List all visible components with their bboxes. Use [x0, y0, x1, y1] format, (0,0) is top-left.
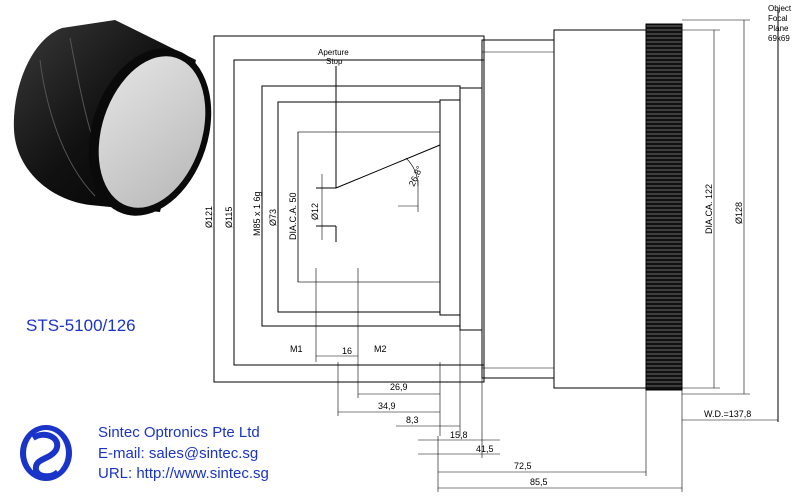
dim-72-5: 72,5: [514, 461, 532, 471]
company-url[interactable]: URL: http://www.sintec.sg: [98, 465, 269, 482]
dim-26-9: 26,9: [390, 382, 408, 392]
aperture-stop-label-1: Aperture: [318, 48, 349, 57]
object-plane-label-2: Focal: [768, 14, 788, 23]
m-spacing-label: 16: [342, 346, 352, 356]
company-name: Sintec Optronics Pte Ltd: [98, 424, 260, 441]
aperture-stop-label-2: Stop: [326, 57, 343, 66]
dim-d128: Ø128: [734, 202, 744, 224]
object-plane-label-4: 69x69: [768, 34, 790, 43]
dim-thread: M85 x 1 6g: [252, 191, 262, 236]
aperture-stop: [316, 66, 441, 242]
dim-41-5: 41,5: [476, 444, 494, 454]
m2-label: M2: [374, 344, 387, 354]
dim-d12: Ø12: [310, 203, 320, 220]
dim-ca122: DIA.CA. 122: [704, 184, 714, 234]
dim-85-5: 85,5: [530, 477, 548, 487]
dim-15-8: 15,8: [450, 430, 468, 440]
model-number: STS-5100/126: [26, 316, 136, 335]
angle-label: 26.8°: [407, 164, 425, 188]
object-plane-label-1: Object: [768, 4, 792, 13]
dim-ca50: DIA.C.A. 50: [288, 192, 298, 240]
sintec-logo: [20, 425, 72, 481]
dim-working-distance: W.D.=137,8: [704, 409, 751, 419]
section-outline: [213, 8, 779, 422]
dim-34-9: 34,9: [378, 401, 396, 411]
dim-d115: Ø115: [224, 207, 234, 228]
object-plane-label-3: Plane: [768, 24, 789, 33]
vertical-dimension-lines: [213, 19, 750, 395]
m1-label: M1: [290, 344, 303, 354]
lens-render: [13, 20, 212, 216]
mirror-markers: [315, 268, 359, 362]
horizontal-dimension-lines: [337, 330, 778, 492]
dim-d121: Ø121: [204, 206, 214, 228]
dim-d73: Ø73: [268, 209, 278, 226]
company-email[interactable]: E-mail: sales@sintec.sg: [98, 445, 258, 462]
dim-8-3: 8,3: [406, 415, 419, 425]
